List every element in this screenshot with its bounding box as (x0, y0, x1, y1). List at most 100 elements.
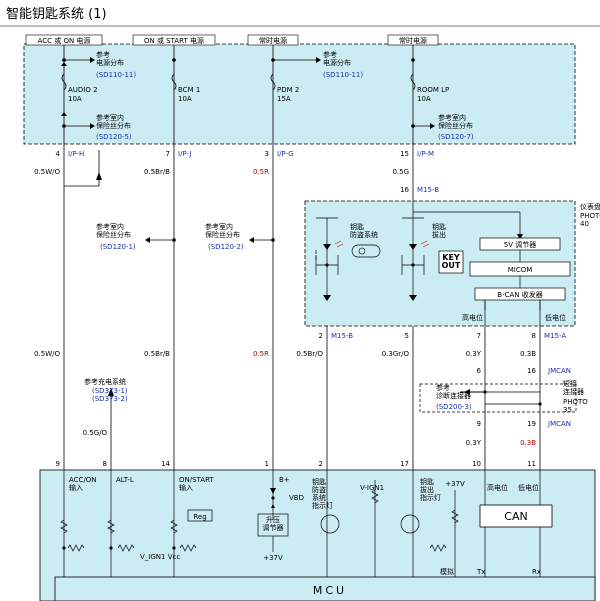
fuse-name: ROOM LP (417, 86, 449, 94)
svg-text:升压调节器: 升压调节器 (263, 515, 284, 532)
svg-text:参考室内保险丝分布: 参考室内保险丝分布 (96, 222, 131, 239)
svg-text:0.3Gr/O: 0.3Gr/O (382, 350, 410, 358)
svg-text:0.5Br/O: 0.5Br/O (296, 350, 323, 358)
mid-wire-labels: 0.5W/O 0.5Br/B 0.5R 0.5Br/O 0.3Gr/O 0.3Y… (34, 350, 536, 358)
svg-text:7: 7 (477, 332, 481, 340)
ref-text: 参考电源分布 (323, 50, 351, 67)
svg-text:(SD200-3): (SD200-3) (436, 403, 472, 411)
ref-code: (SD120-7) (438, 133, 474, 141)
top-pins: 4 I/P-H 0.5W/O 7 I/P-J 0.5Br/B 3 I/P-G 0… (34, 150, 434, 176)
svg-text:16: 16 (400, 186, 409, 194)
svg-text:参考诊断连接器: 参考诊断连接器 (436, 383, 471, 400)
svg-text:VBD: VBD (289, 494, 304, 502)
svg-text:(SD120-2): (SD120-2) (208, 243, 244, 251)
svg-text:+37V: +37V (445, 480, 465, 488)
svg-text:JMCAN: JMCAN (547, 367, 571, 375)
svg-text:PHOTO40: PHOTO40 (580, 212, 600, 228)
svg-text:2: 2 (319, 332, 323, 340)
svg-text:高电位: 高电位 (487, 483, 508, 492)
svg-text:10: 10 (472, 460, 481, 468)
fuse-name: BCM 1 (178, 86, 200, 94)
svg-text:I/P-H: I/P-H (68, 150, 84, 158)
svg-text:MCU: MCU (313, 584, 347, 597)
svg-text:I/P-J: I/P-J (178, 150, 191, 158)
svg-text:19: 19 (527, 420, 536, 428)
fuse-rating: 10A (178, 95, 192, 103)
mid-refs: 参考室内保险丝分布 (SD120-1) 参考室内保险丝分布 (SD120-2) … (84, 222, 244, 403)
ecu-internals (60, 470, 541, 577)
svg-text:8: 8 (103, 460, 107, 468)
header-always-1: 常时电源 (259, 36, 287, 45)
svg-text:0.3Y: 0.3Y (466, 350, 482, 358)
key-antenna-icon (351, 244, 381, 258)
ref-text: 参考室内保险丝分布 (96, 113, 131, 130)
svg-text:14: 14 (161, 460, 170, 468)
fuse-name: PDM 2 (277, 86, 299, 94)
ref-code: (SD110-11) (96, 71, 136, 79)
svg-text:0.5G/O: 0.5G/O (83, 429, 108, 437)
svg-text:B-CAN 收发器: B-CAN 收发器 (497, 290, 542, 299)
svg-text:17: 17 (400, 460, 409, 468)
svg-text:0.5R: 0.5R (253, 350, 269, 358)
svg-text:Tx: Tx (476, 568, 485, 576)
header-on-start: ON 或 START 电源 (144, 36, 204, 45)
svg-text:1: 1 (265, 460, 269, 468)
svg-text:15: 15 (400, 150, 409, 158)
svg-text:CAN: CAN (504, 510, 527, 523)
svg-text:M15-A: M15-A (544, 332, 566, 340)
ref-code: (SD110-11) (323, 71, 363, 79)
svg-text:3: 3 (265, 150, 269, 158)
svg-text:2: 2 (319, 460, 323, 468)
fuse-refs: 参考电源分布 (SD110-11) 参考室内保险丝分布 (SD120-5) 参考… (96, 50, 474, 141)
svg-text:0.5Br/B: 0.5Br/B (144, 168, 170, 176)
svg-text:0.5G: 0.5G (392, 168, 409, 176)
svg-text:6: 6 (477, 367, 482, 375)
svg-text:16: 16 (527, 367, 536, 375)
svg-text:I/P-M: I/P-M (417, 150, 434, 158)
can-transceiver (479, 504, 553, 528)
svg-text:MICOM: MICOM (508, 266, 533, 274)
svg-text:高电位: 高电位 (462, 313, 483, 322)
fuse-rating: 10A (417, 95, 431, 103)
page-title: 智能钥匙系统 (1) (6, 7, 107, 22)
svg-text:0.3B: 0.3B (520, 350, 536, 358)
svg-text:M15-B: M15-B (331, 332, 353, 340)
svg-text:11: 11 (527, 460, 536, 468)
svg-text:参考室内保险丝分布: 参考室内保险丝分布 (205, 222, 240, 239)
svg-text:短接连接器: 短接连接器 (563, 379, 584, 396)
key-out-label: 钥匙拔出 (432, 222, 446, 239)
svg-text:仪表盘: 仪表盘 (580, 202, 600, 211)
svg-text:JMCAN: JMCAN (547, 420, 571, 428)
fuse-rating: 10A (68, 95, 82, 103)
svg-text:+37V: +37V (263, 554, 283, 562)
svg-text:(SD120-1): (SD120-1) (100, 243, 136, 251)
module-pins: 2 M15-B 5 7 8 M15-A (319, 332, 567, 340)
ref-code: (SD120-5) (96, 133, 132, 141)
svg-text:参考充电系统: 参考充电系统 (84, 377, 126, 386)
svg-text:B+: B+ (279, 476, 290, 484)
fuse-name: AUDIO 2 (68, 86, 98, 94)
header-acc-on: ACC 或 ON 电源 (38, 36, 91, 45)
svg-text:钥匙拔出指示灯: 钥匙拔出指示灯 (420, 477, 441, 502)
svg-text:0.3Y: 0.3Y (466, 439, 482, 447)
svg-text:9: 9 (56, 460, 60, 468)
svg-text:9: 9 (477, 420, 481, 428)
svg-text:0.3B: 0.3B (520, 439, 536, 447)
svg-text:7: 7 (166, 150, 170, 158)
svg-text:低电位: 低电位 (545, 313, 566, 322)
svg-text:5: 5 (405, 332, 409, 340)
svg-text:V-IGN1: V-IGN1 (360, 484, 384, 492)
ref-text: 参考电源分布 (96, 50, 124, 67)
svg-text:ALT-L: ALT-L (116, 476, 134, 484)
svg-text:0.5R: 0.5R (253, 168, 269, 176)
svg-text:Reg: Reg (193, 513, 206, 521)
fuse-box (23, 43, 576, 145)
svg-text:0.5Br/B: 0.5Br/B (144, 350, 170, 358)
header-always-2: 常时电源 (399, 36, 427, 45)
